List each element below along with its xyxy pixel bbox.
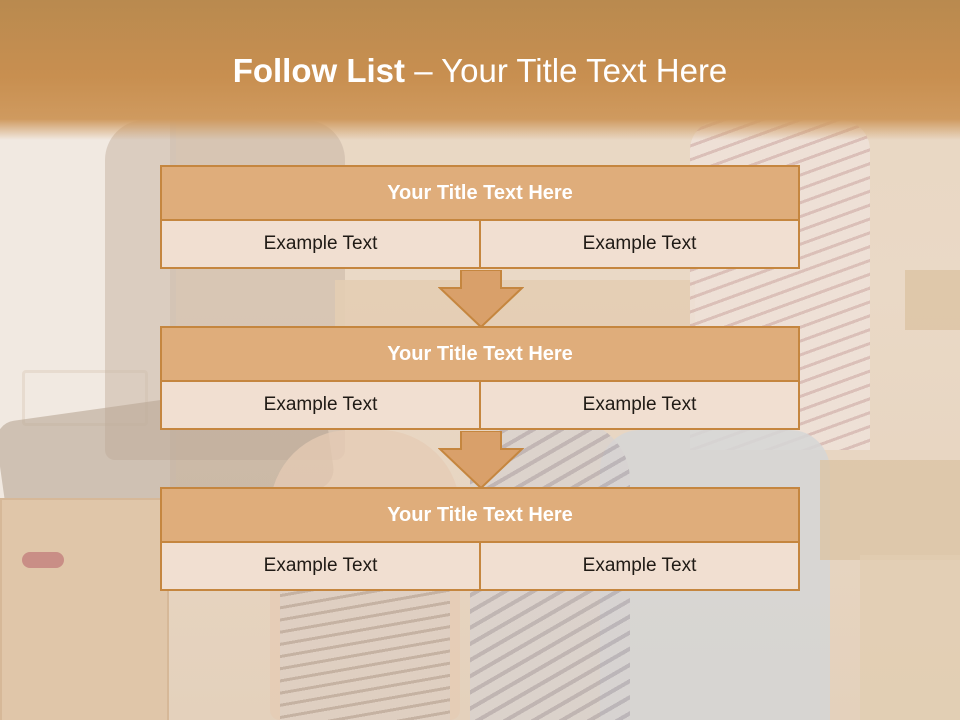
bg-wood-3 [860, 555, 960, 720]
block-title: Your Title Text Here [160, 326, 800, 382]
bg-wood-1 [905, 270, 960, 330]
block-cell-right: Example Text [479, 380, 800, 430]
block-row: Example Text Example Text [160, 541, 800, 591]
bg-cardboard-box [0, 498, 169, 720]
block-cell-right: Example Text [479, 219, 800, 269]
slide-title-bold: Follow List [232, 52, 406, 89]
list-block-2: Your Title Text Here Example Text Exampl… [160, 326, 800, 430]
block-row: Example Text Example Text [160, 219, 800, 269]
block-cell-right: Example Text [479, 541, 800, 591]
title-band [0, 0, 960, 140]
block-cell-left: Example Text [160, 380, 481, 430]
block-title: Your Title Text Here [160, 487, 800, 543]
bg-wood-2 [820, 460, 960, 560]
slide-title: Follow List – Your Title Text Here [0, 52, 960, 90]
down-arrow-icon [438, 431, 524, 489]
slide-title-rest: – Your Title Text Here [405, 52, 728, 89]
list-block-1: Your Title Text Here Example Text Exampl… [160, 165, 800, 269]
block-cell-left: Example Text [160, 219, 481, 269]
down-arrow-icon [438, 270, 524, 328]
bg-box-handle [22, 552, 64, 568]
block-cell-left: Example Text [160, 541, 481, 591]
block-row: Example Text Example Text [160, 380, 800, 430]
list-block-3: Your Title Text Here Example Text Exampl… [160, 487, 800, 591]
block-title: Your Title Text Here [160, 165, 800, 221]
bg-child-left-shirt [280, 585, 450, 720]
